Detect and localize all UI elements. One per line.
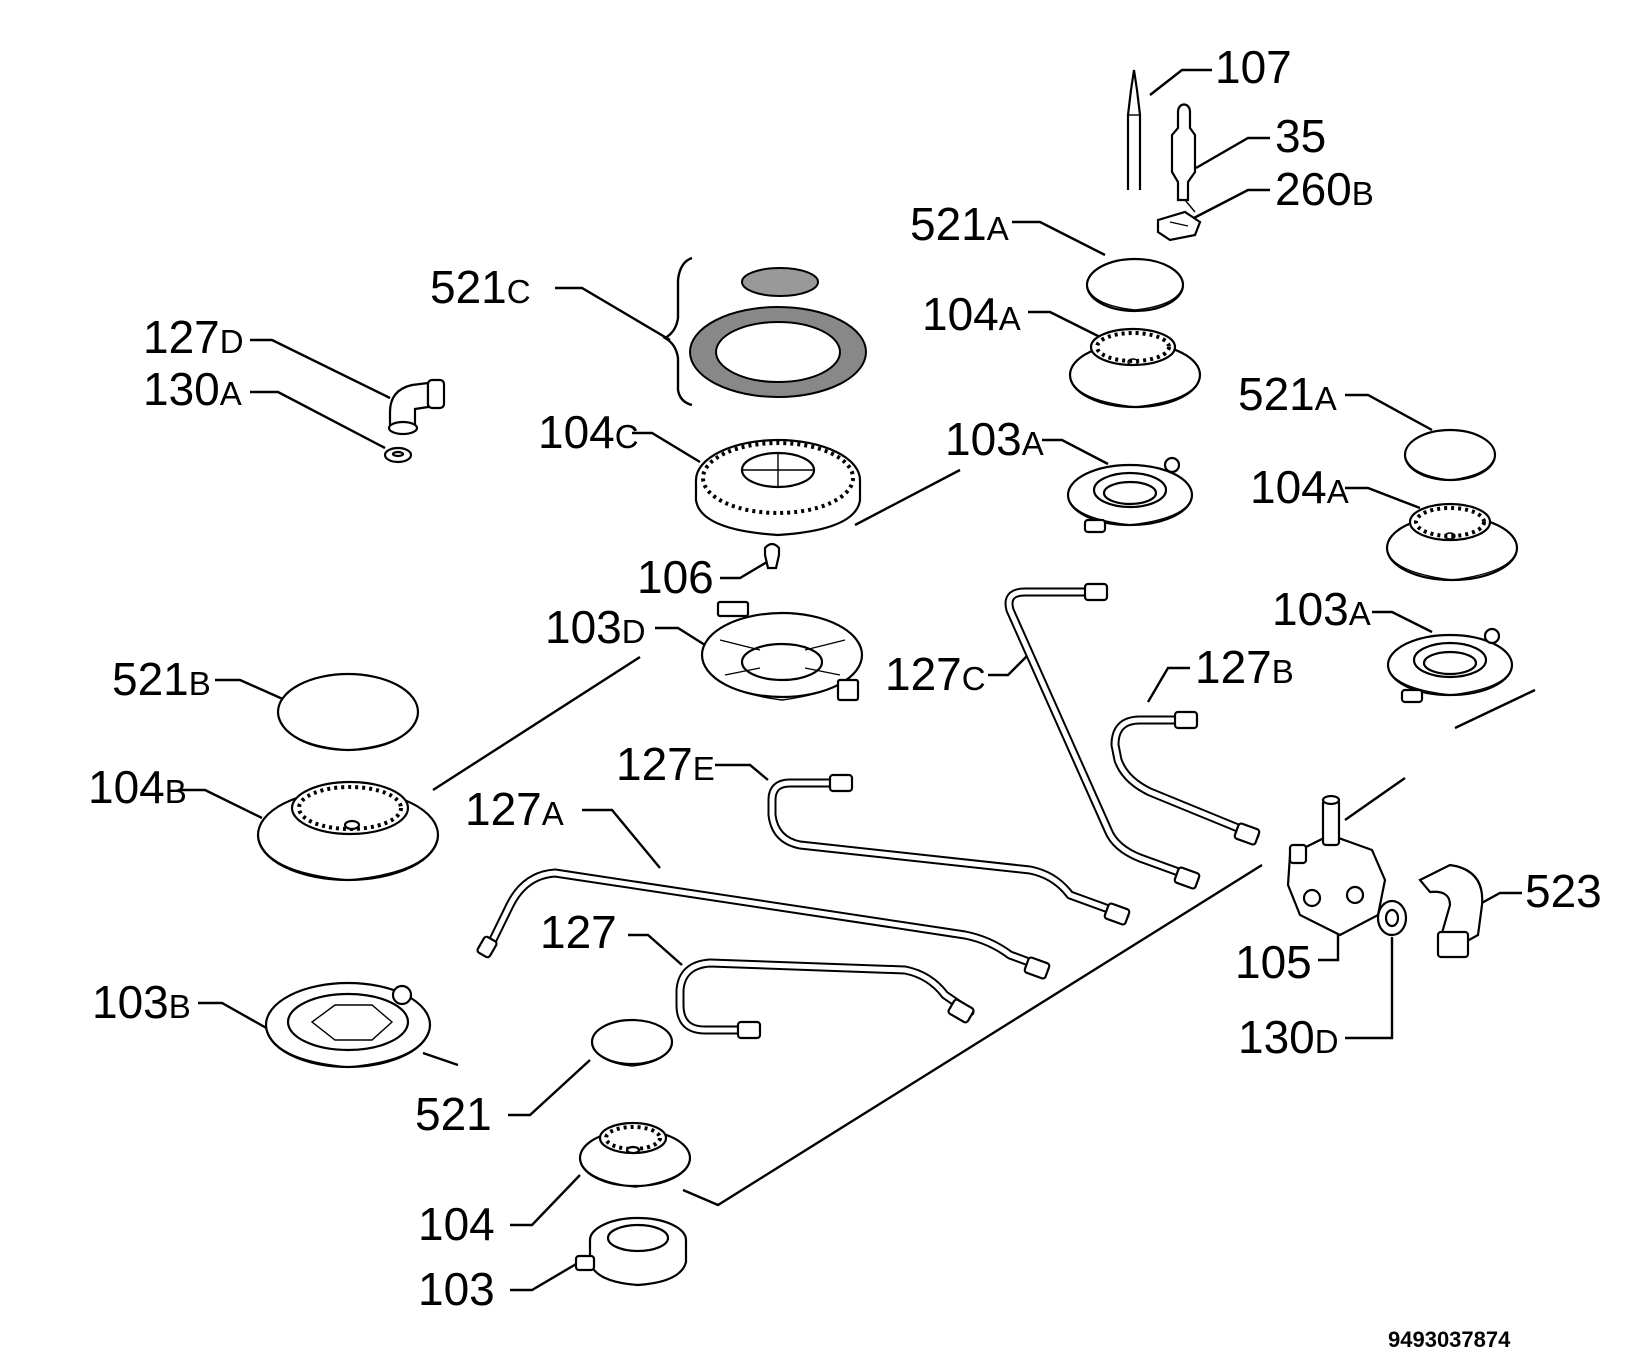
wok-burner-104c xyxy=(694,438,862,537)
gas-tube-127c xyxy=(1004,582,1201,890)
label-130d: 130D xyxy=(1238,1011,1339,1063)
diagram-reference-number: 9493037874 xyxy=(1388,1327,1511,1352)
gas-tube-127b xyxy=(1110,710,1261,846)
gas-tube-127 xyxy=(675,958,975,1040)
thermocouple-107 xyxy=(1126,69,1142,190)
leader-521b xyxy=(215,678,286,702)
injector-106 xyxy=(763,542,781,570)
leader-106 xyxy=(720,560,768,580)
leader-127e xyxy=(715,763,769,781)
leader-521 xyxy=(508,1059,591,1117)
washer-130d xyxy=(1376,899,1408,937)
wok-burner-body-103d xyxy=(700,600,864,702)
label-127b: 127B xyxy=(1195,641,1294,693)
leader-lines xyxy=(178,68,1522,1292)
label-35: 35 xyxy=(1275,110,1326,162)
assembly-line-103a-right xyxy=(1454,688,1536,730)
label-107: 107 xyxy=(1215,41,1292,93)
label-104c: 104C xyxy=(538,406,639,458)
assembly-line-valve-top xyxy=(1344,777,1406,821)
leader-127b xyxy=(1146,666,1190,703)
leader-104 xyxy=(510,1174,581,1227)
label-103: 103 xyxy=(418,1263,495,1315)
leader-103a-right xyxy=(1372,610,1433,634)
assembly-line-104b xyxy=(432,655,641,792)
burner-body-103b xyxy=(264,981,432,1069)
leader-523 xyxy=(1477,891,1522,907)
assembly-line-104c xyxy=(854,468,961,527)
leader-130a xyxy=(250,390,386,450)
leader-521a-right xyxy=(1345,393,1433,432)
leader-103a-mid xyxy=(1042,438,1109,466)
leader-127a xyxy=(582,808,661,869)
label-103a-mid: 103A xyxy=(945,413,1044,465)
leader-127 xyxy=(628,933,683,966)
callout-labels: 107 35 260B 521A 104A 521C 127D 130A 104… xyxy=(88,41,1602,1352)
burner-spreader-104a-top xyxy=(1068,327,1202,409)
leader-35 xyxy=(1195,136,1270,170)
leader-127d xyxy=(250,338,391,400)
label-104: 104 xyxy=(418,1198,495,1250)
burner-spreader-104 xyxy=(578,1121,692,1188)
label-106: 106 xyxy=(637,551,714,603)
leader-107 xyxy=(1149,68,1212,96)
leader-104b xyxy=(178,788,263,820)
leader-521c xyxy=(555,286,671,342)
label-104a-right: 104A xyxy=(1250,461,1349,513)
leader-127c xyxy=(988,654,1029,677)
label-127a: 127A xyxy=(465,783,564,835)
washer-130a xyxy=(383,446,413,464)
label-104b: 104B xyxy=(88,761,187,813)
label-127d: 127D xyxy=(143,311,244,363)
gas-tube-127a xyxy=(476,868,1051,980)
elbow-fitting-127d xyxy=(387,378,446,436)
label-521b: 521B xyxy=(112,653,211,705)
assembly-line-103b xyxy=(422,1051,459,1067)
leader-130d xyxy=(1345,937,1394,1040)
clip-260b xyxy=(1156,210,1202,242)
leader-104a-right xyxy=(1345,486,1421,510)
label-521: 521 xyxy=(415,1088,492,1140)
label-127: 127 xyxy=(540,906,617,958)
label-103a-right: 103A xyxy=(1272,583,1371,635)
label-104a-top: 104A xyxy=(922,288,1021,340)
label-103d: 103D xyxy=(545,601,646,653)
label-105: 105 xyxy=(1235,936,1312,988)
bracket-521c xyxy=(662,256,693,407)
leader-521a-top xyxy=(1012,220,1106,257)
label-523: 523 xyxy=(1525,865,1602,917)
leader-103 xyxy=(510,1258,584,1292)
burner-cap-521a-top xyxy=(1085,257,1185,313)
leader-103b xyxy=(198,1001,271,1032)
leader-104a-top xyxy=(1028,310,1101,339)
label-260b: 260B xyxy=(1275,163,1374,215)
assembly-line-valve xyxy=(682,863,1263,1207)
burner-body-103a-right xyxy=(1386,627,1514,704)
burner-spreader-104a-right xyxy=(1385,502,1519,582)
label-130a: 130A xyxy=(143,363,242,415)
leader-104c xyxy=(632,431,701,464)
clamp-523 xyxy=(1418,863,1484,959)
label-127e: 127E xyxy=(616,738,715,790)
ignition-electrode-35 xyxy=(1170,103,1197,213)
gas-valve-105 xyxy=(1286,794,1387,937)
label-103b: 103B xyxy=(92,976,191,1028)
label-521a-top: 521A xyxy=(910,198,1009,250)
assembly-lines xyxy=(422,468,1536,1207)
burner-cap-521 xyxy=(590,1018,674,1067)
burner-spreader-104b xyxy=(256,780,440,882)
burner-body-103a-mid xyxy=(1066,456,1194,534)
leader-103d xyxy=(655,626,706,647)
burner-cap-521a-right xyxy=(1403,428,1497,482)
gas-tube-127e xyxy=(767,773,1131,926)
burner-cap-521b xyxy=(276,672,420,752)
label-521c: 521C xyxy=(430,261,531,313)
gas-tubes xyxy=(476,582,1261,1040)
wok-cap-521c xyxy=(662,256,867,407)
label-127c: 127C xyxy=(885,648,986,700)
label-521a-right: 521A xyxy=(1238,368,1337,420)
burner-body-103 xyxy=(574,1216,688,1287)
leader-260b xyxy=(1189,188,1270,222)
